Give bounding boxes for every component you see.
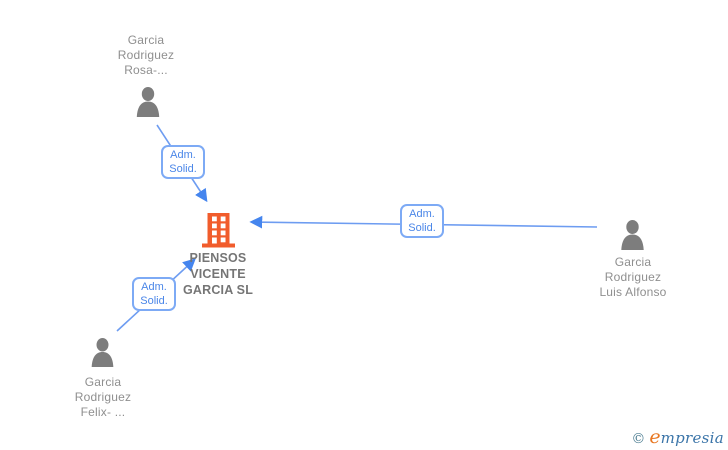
- person-name-line: Garcia: [614, 255, 652, 269]
- edge-label-adm-solid-bottomleft[interactable]: Adm. Solid.: [132, 277, 176, 311]
- edge-label-line: Solid.: [140, 295, 168, 307]
- person-name-line: Felix- ...: [80, 405, 126, 419]
- person-node-luis-alfonso-name[interactable]: Garcia Rodriguez Luis Alfonso: [573, 255, 693, 300]
- person-name-line: Garcia: [84, 375, 122, 389]
- person-icon[interactable]: [133, 86, 163, 118]
- edge-label-line: Adm.: [409, 208, 435, 220]
- person-name-line: Rodriguez: [604, 270, 662, 284]
- person-node-felix-name[interactable]: Garcia Rodriguez Felix- ...: [43, 375, 163, 420]
- edge-label-adm-solid-top[interactable]: Adm. Solid.: [161, 145, 205, 179]
- edge-label-line: Solid.: [408, 222, 436, 234]
- person-name-line: Garcia: [127, 33, 165, 47]
- person-node-rosa-name[interactable]: Garcia Rodriguez Rosa-...: [86, 33, 206, 78]
- copyright-icon: ©: [631, 431, 646, 447]
- brand-rest: mpresia: [660, 429, 724, 447]
- edge-label-adm-solid-right[interactable]: Adm. Solid.: [400, 204, 444, 238]
- person-name-line: Rosa-...: [124, 63, 168, 77]
- company-node-name[interactable]: PIENSOS VICENTE GARCIA SL: [158, 250, 278, 298]
- company-name-line: PIENSOS: [189, 251, 247, 265]
- brand-initial: e: [649, 426, 661, 448]
- building-icon[interactable]: [202, 213, 235, 248]
- company-name-line: GARCIA SL: [182, 283, 254, 297]
- person-name-line: Rodriguez: [117, 48, 175, 62]
- edge-label-line: Adm.: [170, 149, 196, 161]
- edge-label-line: Solid.: [169, 163, 197, 175]
- person-name-line: Rodriguez: [74, 390, 132, 404]
- person-icon[interactable]: [88, 337, 117, 368]
- person-name-line: Luis Alfonso: [599, 285, 667, 299]
- edge-label-line: Adm.: [141, 281, 167, 293]
- company-name-line: VICENTE: [190, 267, 246, 281]
- brand-text: empresia: [649, 426, 724, 448]
- empresia-logo[interactable]: © empresia: [631, 426, 724, 448]
- person-icon[interactable]: [617, 219, 648, 251]
